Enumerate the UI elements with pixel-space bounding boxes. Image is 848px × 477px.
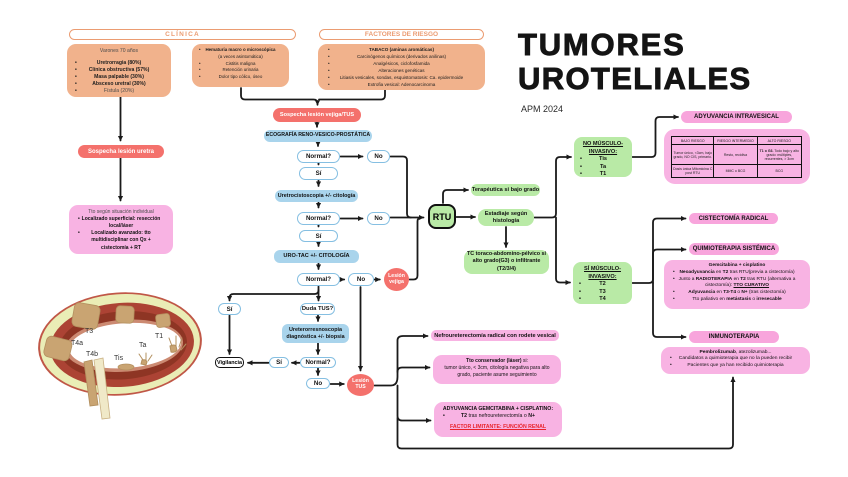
svg-text:T4a: T4a — [71, 340, 83, 347]
svg-text:T1: T1 — [155, 333, 163, 340]
svg-text:T3: T3 — [85, 328, 93, 335]
svg-text:Tis: Tis — [114, 355, 124, 362]
svg-text:T4b: T4b — [86, 351, 98, 358]
svg-text:Ta: Ta — [139, 342, 147, 349]
